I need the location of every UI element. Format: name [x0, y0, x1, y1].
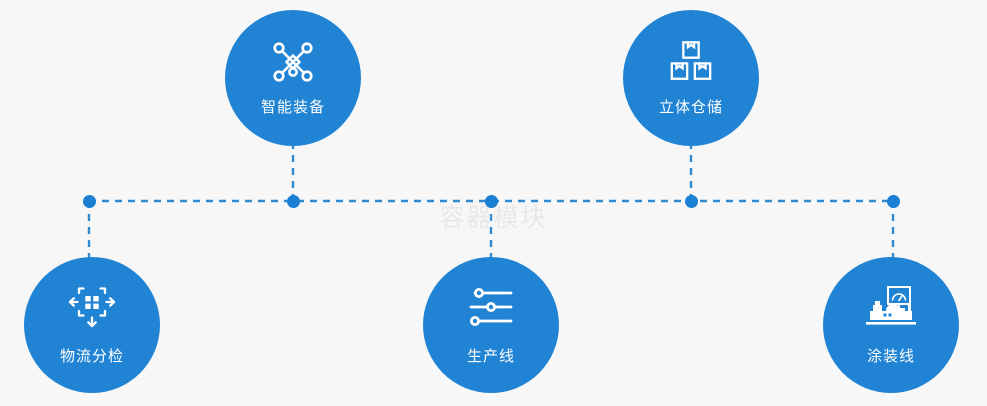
bubble-label-production-line: 生产线 — [466, 347, 515, 365]
bubble-label-painting-line: 涂装线 — [866, 347, 915, 365]
factory-monitor-icon — [864, 281, 918, 333]
bubble-label-logistics-sorting: 物流分检 — [59, 347, 124, 365]
node-smart-equipment[interactable] — [286, 194, 300, 208]
node-stereoscopic-warehouse[interactable] — [684, 194, 698, 208]
node-logistics-sorting[interactable] — [82, 194, 96, 208]
bubble-stereoscopic-warehouse[interactable]: 立体仓储 — [623, 10, 759, 146]
sliders-icon — [464, 281, 518, 333]
bubble-smart-equipment[interactable]: 智能装备 — [225, 10, 361, 146]
bubble-label-smart-equipment: 智能装备 — [260, 98, 325, 116]
bubble-logistics-sorting[interactable]: 物流分检 — [24, 257, 160, 393]
bubble-production-line[interactable]: 生产线 — [423, 257, 559, 393]
bubble-painting-line[interactable]: 涂装线 — [823, 257, 959, 393]
node-production-line[interactable] — [484, 194, 498, 208]
node-painting-line[interactable] — [886, 194, 900, 208]
stacked-boxes-icon — [664, 36, 718, 88]
watermark-text: 容器模块 — [439, 203, 548, 232]
network-nodes-icon — [266, 36, 320, 88]
sorting-arrows-icon — [65, 281, 119, 333]
bubble-label-stereoscopic-warehouse: 立体仓储 — [658, 98, 723, 116]
